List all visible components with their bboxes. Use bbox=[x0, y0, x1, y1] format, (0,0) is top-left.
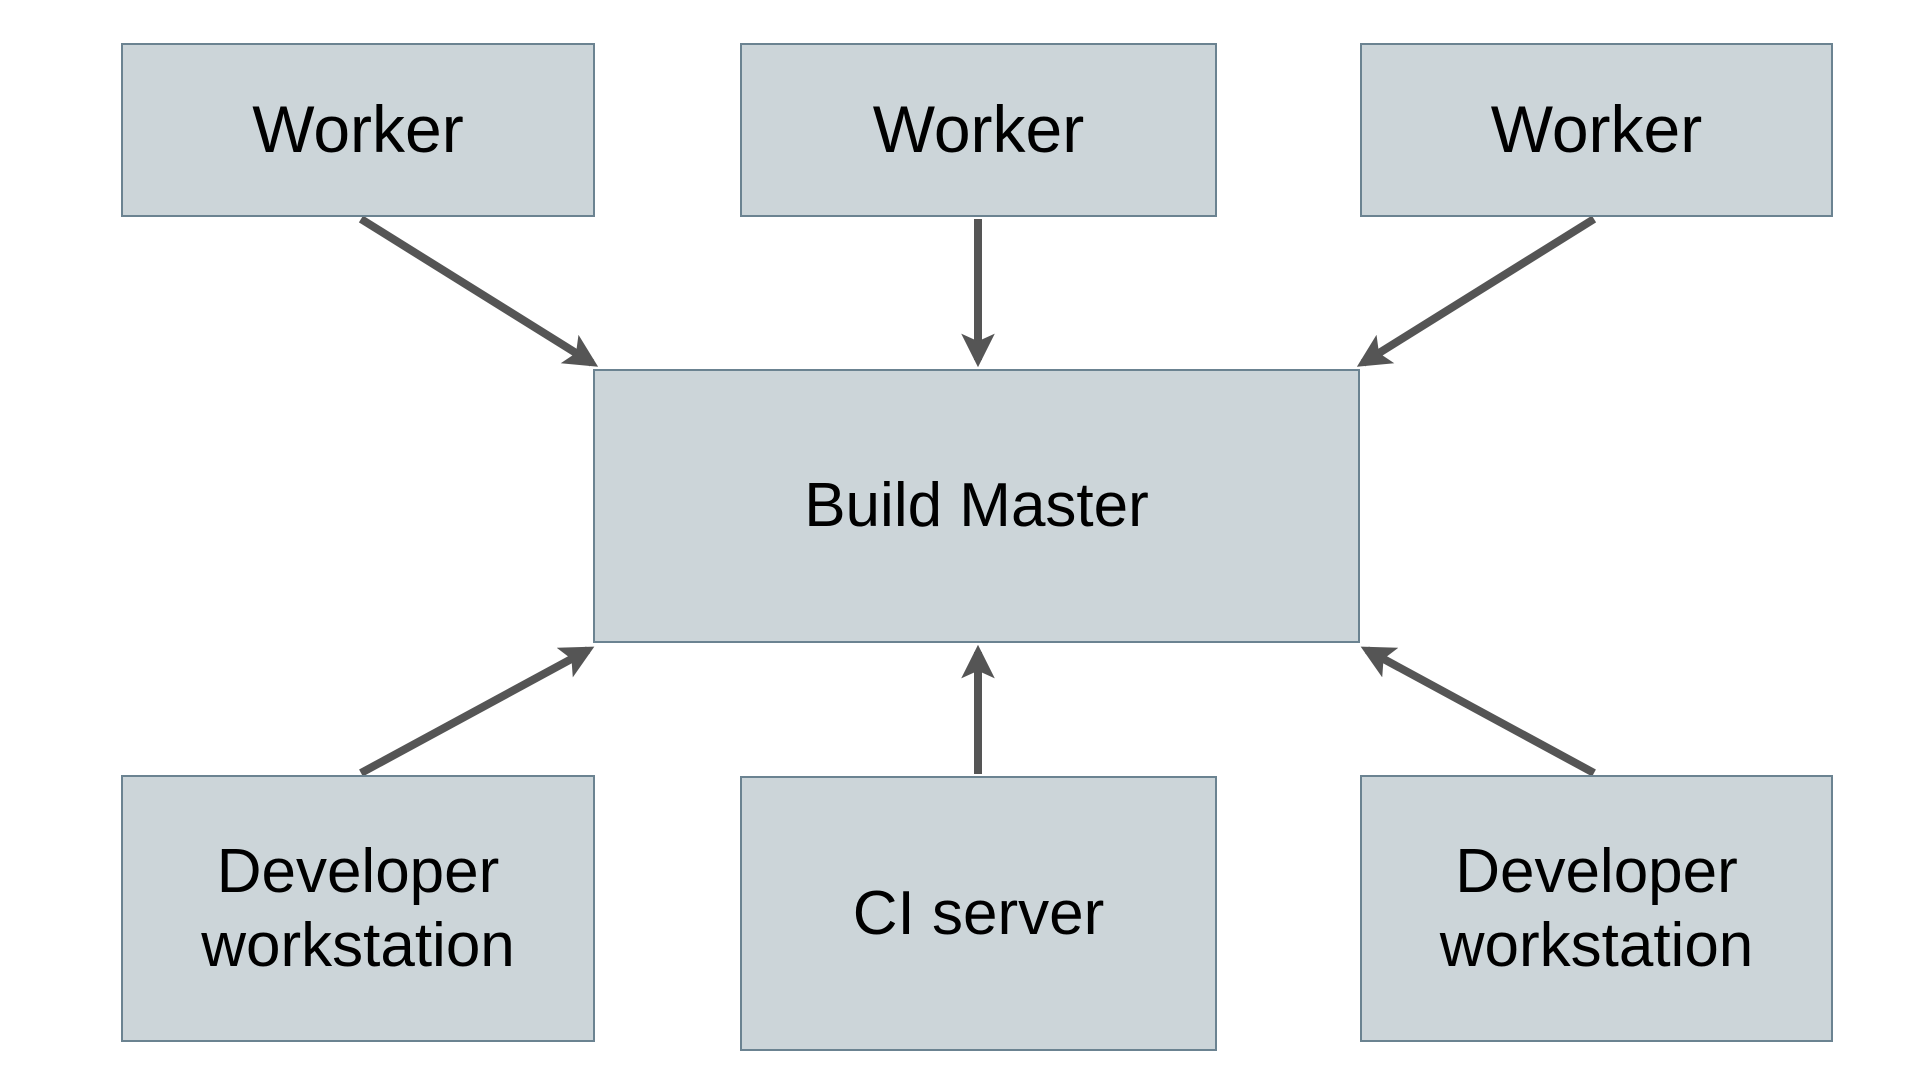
node-build-master-label: Build Master bbox=[804, 471, 1149, 541]
node-worker-2-label: Worker bbox=[872, 92, 1085, 167]
node-worker-1[interactable]: Worker bbox=[121, 43, 595, 217]
edge-dev-workstation-right-to-build-master bbox=[1360, 646, 1596, 777]
node-dev-workstation-left[interactable]: Developer workstation bbox=[121, 775, 595, 1042]
node-dev-workstation-right-label: Developer workstation bbox=[1439, 837, 1754, 980]
node-ci-server[interactable]: CI server bbox=[740, 776, 1217, 1051]
edge-dev-workstation-left-to-build-master bbox=[359, 646, 595, 777]
edge-worker-1-to-build-master bbox=[358, 215, 599, 367]
node-worker-3[interactable]: Worker bbox=[1360, 43, 1833, 217]
node-dev-workstation-right[interactable]: Developer workstation bbox=[1360, 775, 1833, 1042]
node-dev-workstation-left-label: Developer workstation bbox=[201, 837, 515, 980]
node-worker-3-label: Worker bbox=[1490, 92, 1703, 167]
edge-worker-3-to-build-master bbox=[1356, 215, 1597, 367]
node-worker-2[interactable]: Worker bbox=[740, 43, 1217, 217]
node-build-master[interactable]: Build Master bbox=[593, 369, 1360, 643]
node-ci-server-label: CI server bbox=[852, 878, 1105, 948]
node-worker-1-label: Worker bbox=[252, 92, 464, 167]
